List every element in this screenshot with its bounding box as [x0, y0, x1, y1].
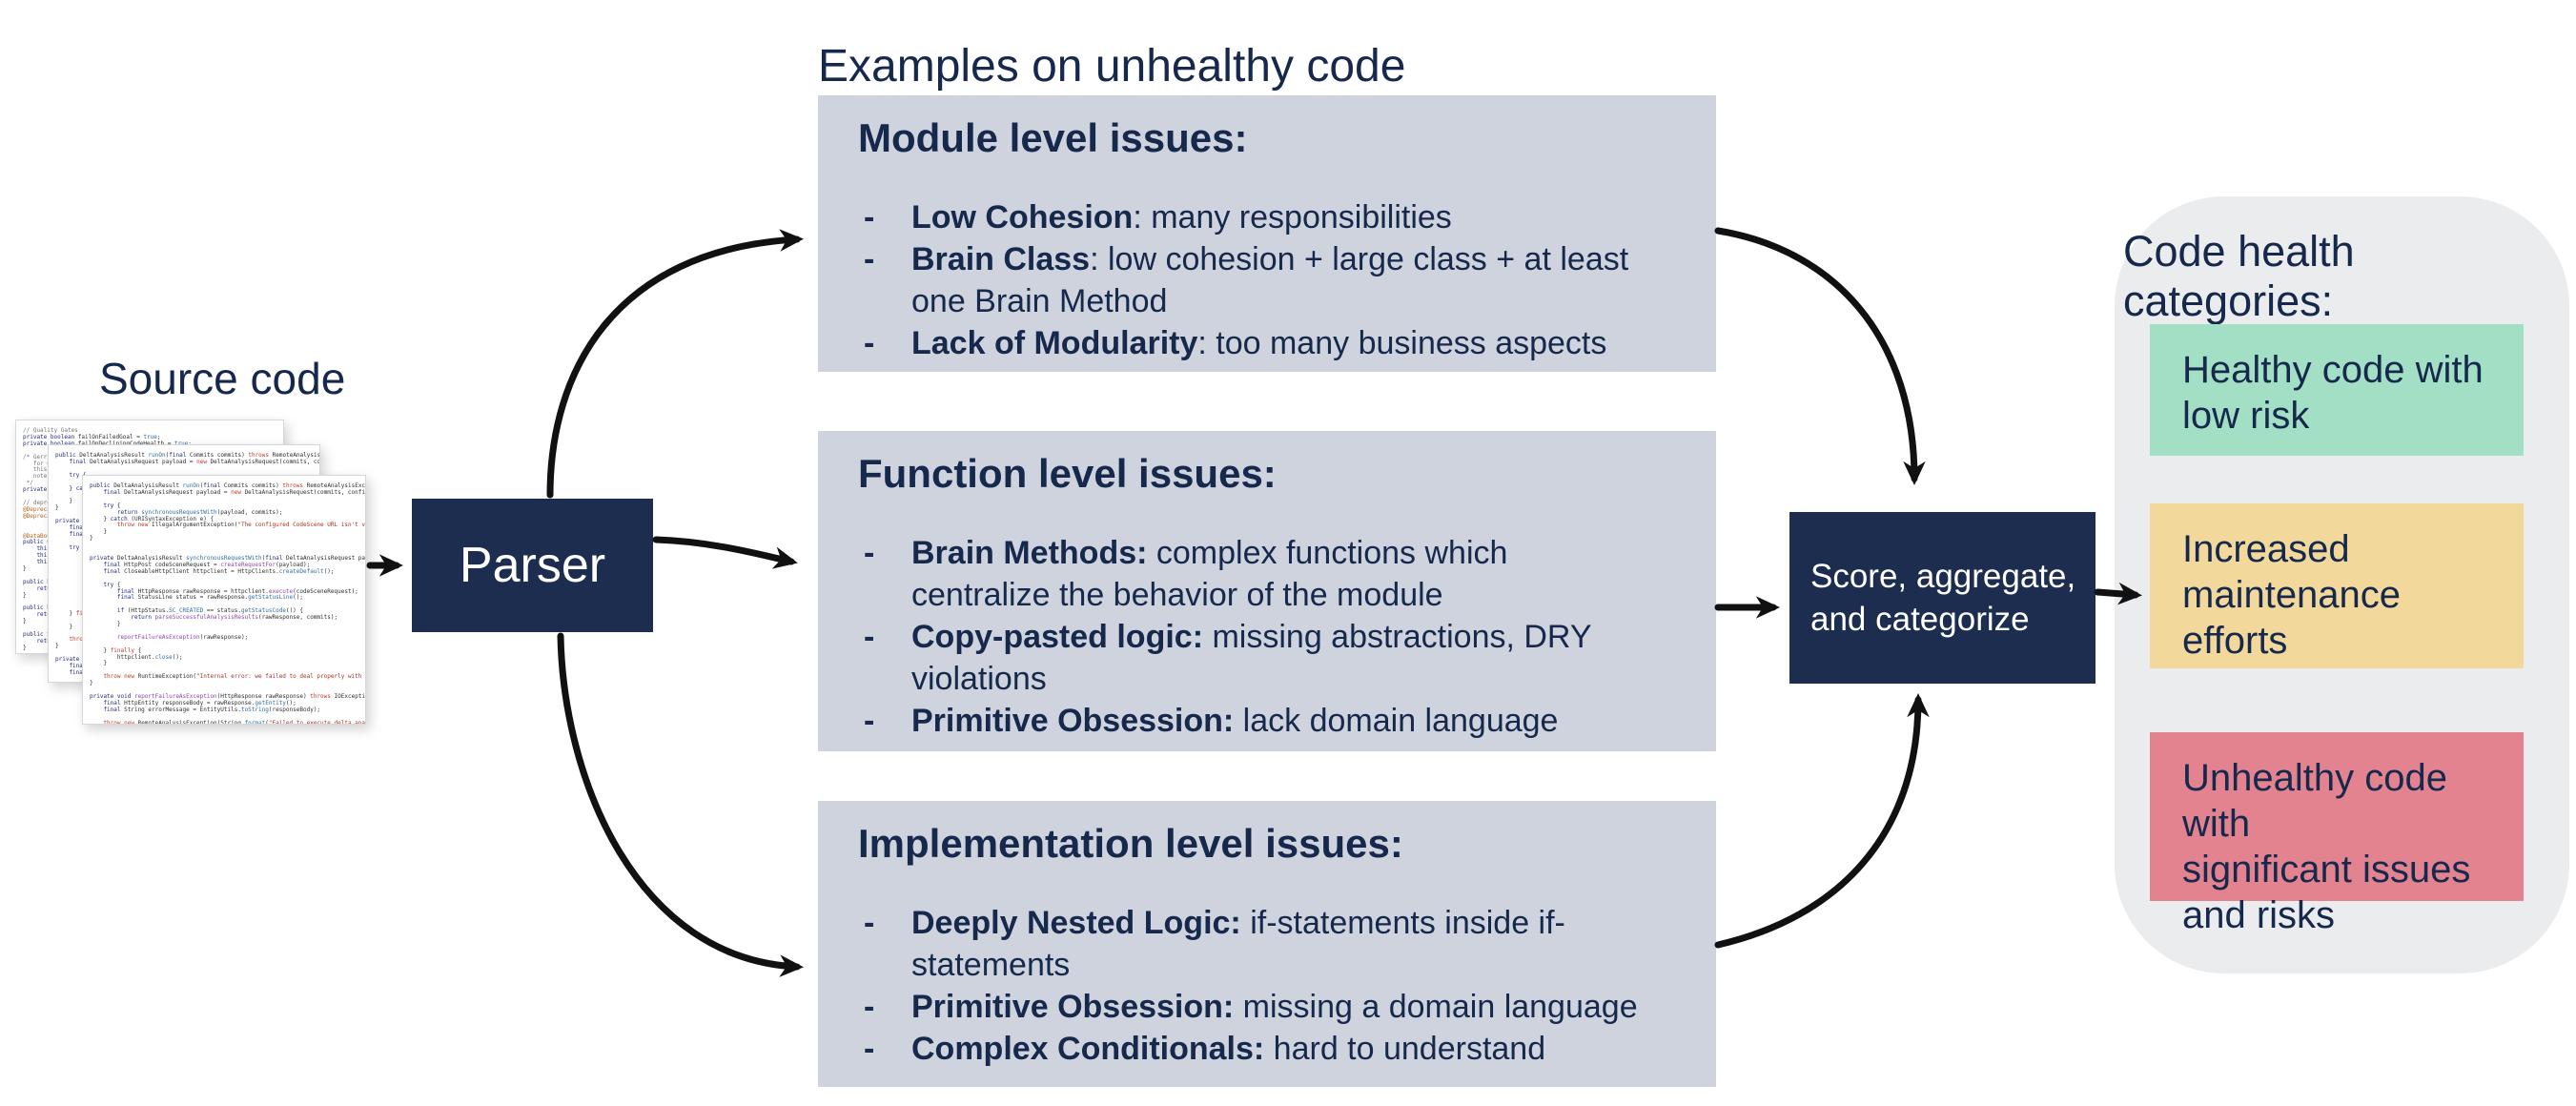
bullet-text: Primitive Obsession: lack domain languag… — [911, 703, 1559, 739]
bullet-dash: - — [864, 241, 875, 277]
module-issues-title: Module level issues: — [858, 115, 1248, 160]
code-text: public DeltaAnalysisResult runOn(final C… — [90, 482, 366, 725]
bullet-dash: - — [864, 989, 875, 1025]
issue-bullet: -Lack of Modularity: too many business a… — [864, 322, 1707, 364]
code-health-heading: Code health categories: — [2123, 227, 2355, 325]
issue-bullet: -Brain Methods: complex functions which … — [864, 532, 1707, 616]
health-category: Unhealthy code with significant issues a… — [2150, 732, 2524, 936]
score-aggregate-node: Score, aggregate, and categorize — [1789, 512, 2096, 684]
bullet-text: Copy-pasted logic: missing abstractions,… — [911, 619, 1592, 697]
health-category: Healthy code with low risk — [2150, 324, 2524, 456]
bullet-text: Lack of Modularity: too many business as… — [911, 325, 1607, 361]
bullet-dash: - — [864, 199, 875, 236]
issue-bullet: -Low Cohesion: many responsibilities — [864, 196, 1707, 238]
examples-title: Examples on unhealthy code — [818, 41, 1406, 92]
source-code-label: Source code — [99, 354, 346, 403]
issue-bullet: -Complex Conditionals: hard to understan… — [864, 1028, 1707, 1070]
bullet-dash: - — [864, 905, 875, 941]
implementation-issues-box: Implementation level issues: -Deeply Nes… — [818, 801, 1716, 1087]
issue-bullet: -Primitive Obsession: missing a domain l… — [864, 986, 1707, 1028]
implementation-issues-title: Implementation level issues: — [858, 821, 1403, 866]
bullet-text: Brain Class: low cohesion + large class … — [911, 241, 1629, 319]
bullet-text: Deeply Nested Logic: if-statements insid… — [911, 905, 1565, 983]
function-issues-box: Function level issues: -Brain Methods: c… — [818, 431, 1716, 751]
bullet-text: Low Cohesion: many responsibilities — [911, 199, 1452, 236]
code-page-front: public DeltaAnalysisResult runOn(final C… — [82, 475, 366, 725]
function-issues-list: -Brain Methods: complex functions which … — [818, 532, 1716, 742]
arrow-implementation-to-score — [1714, 693, 1930, 949]
parser-node: Parser — [412, 499, 653, 632]
arrow-parser-to-module — [546, 229, 804, 499]
bullet-dash: - — [864, 703, 875, 739]
arrow-parser-to-function — [652, 536, 798, 569]
bullet-dash: - — [864, 535, 875, 571]
bullet-text: Brain Methods: complex functions which c… — [911, 535, 1508, 613]
module-issues-box: Module level issues: -Low Cohesion: many… — [818, 95, 1716, 372]
arrow-parser-to-implementation — [557, 632, 804, 977]
module-issues-list: -Low Cohesion: many responsibilities-Bra… — [818, 196, 1716, 364]
parser-label: Parser — [459, 538, 606, 593]
issue-bullet: -Deeply Nested Logic: if-statements insi… — [864, 902, 1707, 986]
bullet-dash: - — [864, 619, 875, 655]
implementation-issues-list: -Deeply Nested Logic: if-statements insi… — [818, 902, 1716, 1070]
score-aggregate-label: Score, aggregate, and categorize — [1810, 558, 2076, 638]
issue-bullet: -Brain Class: low cohesion + large class… — [864, 238, 1707, 322]
bullet-text: Complex Conditionals: hard to understand — [911, 1031, 1546, 1067]
function-issues-title: Function level issues: — [858, 451, 1277, 496]
bullet-dash: - — [864, 325, 875, 361]
arrow-module-to-score — [1714, 227, 1926, 485]
health-category: Increased maintenance efforts — [2150, 503, 2524, 668]
bullet-dash: - — [864, 1031, 875, 1067]
bullet-text: Primitive Obsession: missing a domain la… — [911, 989, 1638, 1025]
issue-bullet: -Copy-pasted logic: missing abstractions… — [864, 616, 1707, 700]
issue-bullet: -Primitive Obsession: lack domain langua… — [864, 700, 1707, 742]
